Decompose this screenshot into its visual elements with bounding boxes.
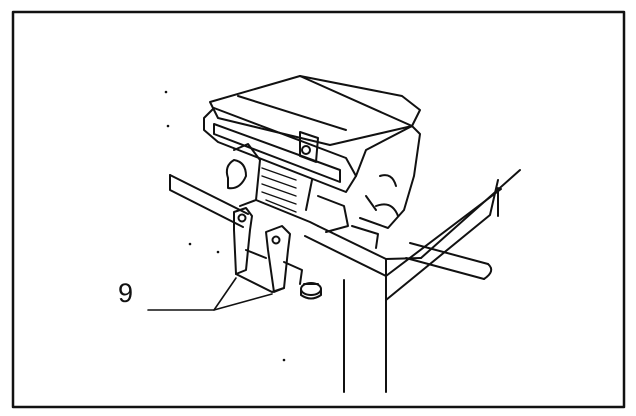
clamp-brackets [233,207,322,300]
rod [405,242,493,280]
callout-label-9: 9 [118,278,134,308]
scan-speckles [164,90,286,362]
figure-frame [11,10,626,409]
tool-body [203,75,421,249]
workbench [169,169,521,393]
callout-leaders [147,277,273,311]
